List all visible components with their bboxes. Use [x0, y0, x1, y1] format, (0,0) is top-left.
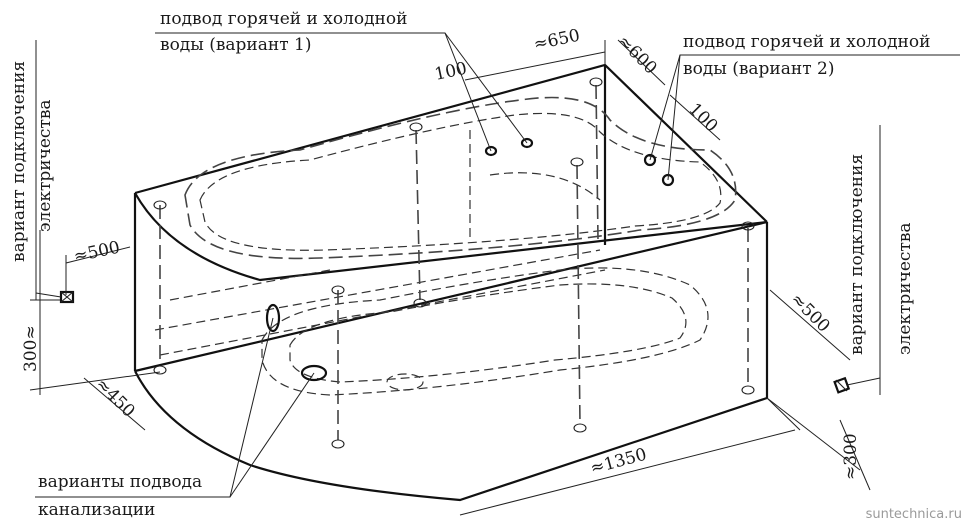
leader-lines [35, 32, 960, 498]
support-legs [153, 77, 755, 449]
leg [570, 157, 587, 433]
dim-300-left: 300≈ [21, 325, 41, 372]
label-water-v2-line1: подвод горячей и холодной [683, 32, 930, 52]
label-water-v1-line2: воды (вариант 1) [160, 35, 311, 55]
dim-100-right: 100 [684, 99, 721, 136]
dim-600: ≈600 [613, 31, 660, 78]
electrical-outlet-right [833, 376, 851, 394]
annotation-labels: подвод горячей и холодной воды (вариант … [9, 9, 930, 520]
dim-1350: ≈1350 [588, 445, 649, 479]
leg [409, 122, 427, 308]
drain-opening-side [265, 303, 281, 333]
water-inlet-v2-hot [643, 153, 657, 167]
leg [741, 221, 755, 395]
drain-openings [265, 303, 328, 382]
label-drain-line2: канализации [38, 500, 155, 520]
label-elec-left-line2: электричества [35, 99, 55, 232]
bathtub-box-outline [133, 63, 769, 502]
dimension-lines [29, 39, 871, 516]
electrical-outlet-left [59, 290, 75, 304]
dimension-values: 100 ≈650 ≈600 100 ≈500 300≈ ≈450 ≈1350 ≈… [21, 26, 861, 480]
dim-500-left: ≈500 [72, 238, 122, 267]
label-elec-left-line1: вариант подключения [9, 61, 29, 262]
leg [589, 77, 603, 241]
leg [331, 285, 345, 449]
leg [153, 200, 167, 375]
label-drain-line1: варианты подвода [38, 472, 202, 492]
dim-450: ≈450 [91, 374, 138, 421]
label-elec-right-line2: электричества [895, 222, 915, 355]
label-water-v1-line1: подвод горячей и холодной [160, 9, 407, 29]
watermark-text: suntechnica.ru [866, 507, 962, 522]
water-inlets [484, 137, 675, 187]
water-inlet-v1-cold [520, 137, 534, 149]
label-water-v2-line2: воды (вариант 2) [683, 59, 834, 79]
dim-500-right: ≈500 [786, 289, 833, 336]
dim-300-right: ≈300 [841, 433, 861, 480]
dim-650: ≈650 [532, 26, 582, 55]
label-elec-right-line1: вариант подключения [847, 154, 867, 355]
electrical-outlets [59, 290, 851, 394]
drain-opening-front [300, 364, 328, 382]
water-inlet-v1-hot [484, 145, 498, 157]
tub-hidden-contours [154, 96, 737, 396]
